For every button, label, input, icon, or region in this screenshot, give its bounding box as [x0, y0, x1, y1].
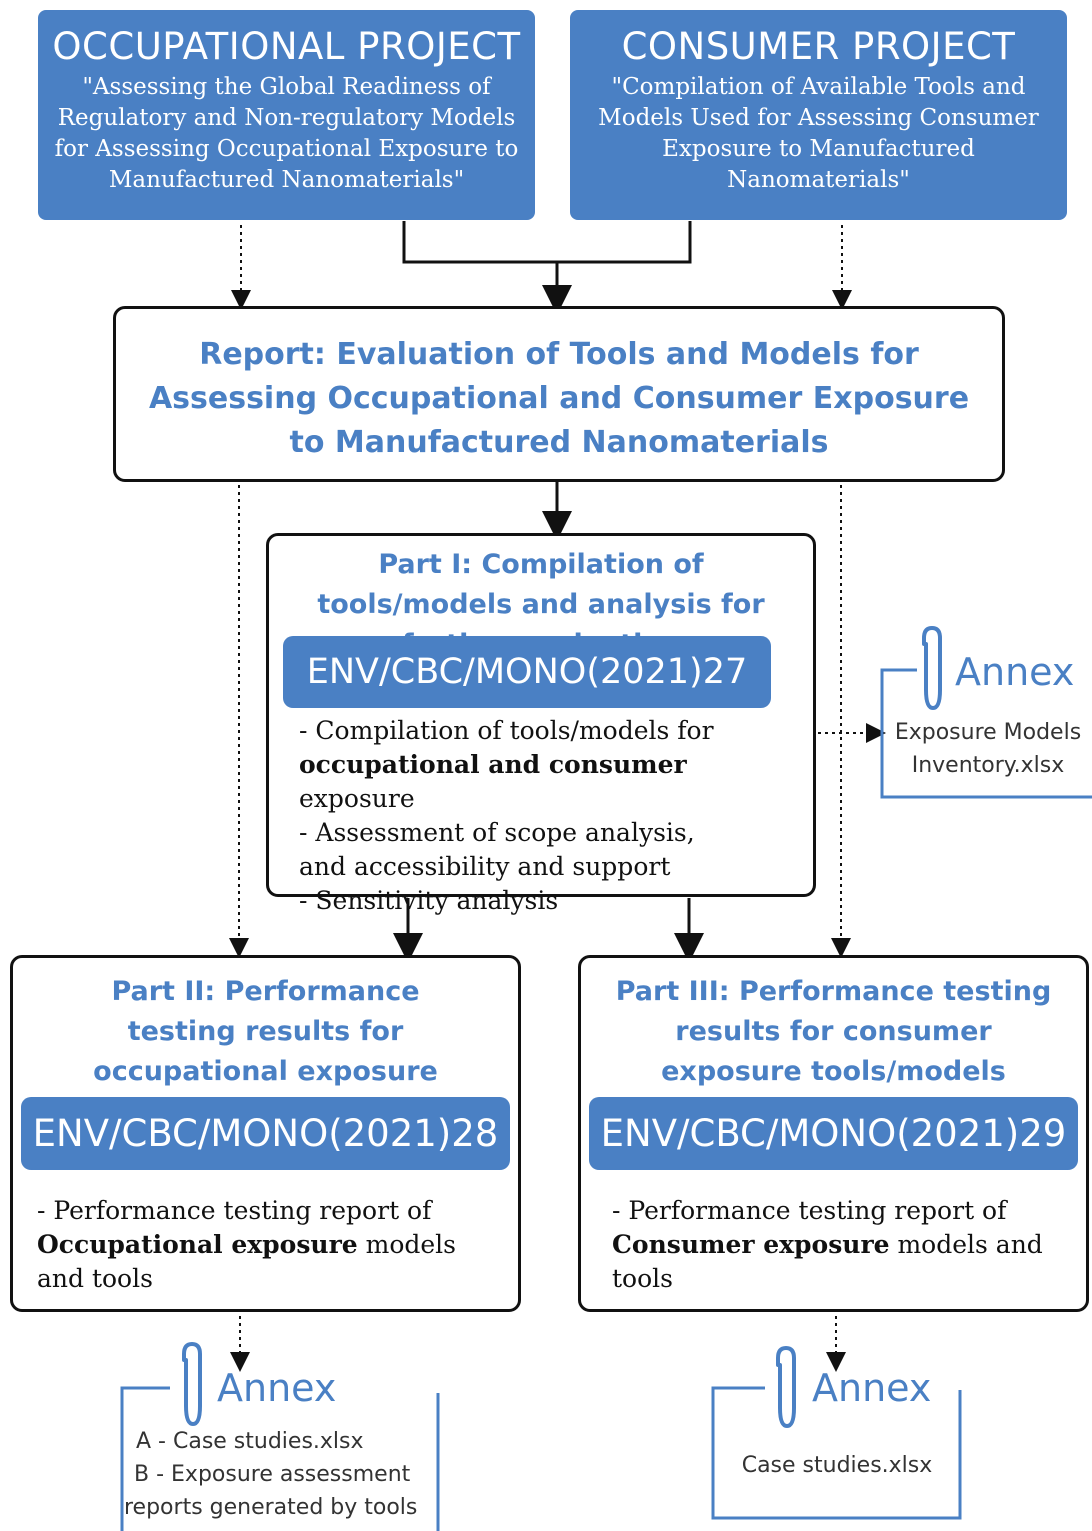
consumer-project-subtitle: "Compilation of Available Tools and Mode… — [598, 74, 1039, 193]
part1-code-badge: ENV/CBC/MONO(2021)27 — [283, 636, 771, 708]
report-title: Report: Evaluation of Tools and Models f… — [148, 337, 970, 460]
annex-file-line: Case studies.xlsx — [741, 1453, 933, 1478]
annex-file-line: A - Case studies.xlsx — [136, 1429, 364, 1454]
part1-list: - Compilation of tools/models for occupa… — [299, 714, 809, 918]
part1-item: - Assessment of scope analysis, and acce… — [299, 818, 695, 881]
occupational-project-subtitle: "Assessing the Global Readiness of Regul… — [54, 74, 519, 193]
report-box: Report: Evaluation of Tools and Models f… — [113, 306, 1005, 482]
part1-item: - Sensitivity analysis — [299, 886, 559, 915]
annex-file-line: B - Exposure assessment — [134, 1462, 411, 1487]
annex1-frame — [880, 668, 1092, 799]
annex-file-line: reports generated by tools — [124, 1495, 418, 1520]
occupational-project-title: OCCUPATIONAL PROJECT — [52, 25, 521, 68]
part1-item: - Compilation of tools/models for occupa… — [299, 716, 714, 813]
paperclip-icon — [776, 1345, 796, 1429]
consumer-project-title: CONSUMER PROJECT — [621, 25, 1016, 68]
consumer-project-box: CONSUMER PROJECT "Compilation of Availab… — [570, 10, 1067, 220]
part2-code-badge: ENV/CBC/MONO(2021)28 — [21, 1097, 510, 1170]
occupational-project-box: OCCUPATIONAL PROJECT "Assessing the Glob… — [38, 10, 535, 220]
part2-box: Part II: Performance testing results for… — [10, 955, 521, 1312]
annex-file-line: Inventory.xlsx — [911, 753, 1065, 778]
paperclip-icon — [182, 1341, 202, 1427]
part2-title: Part II: Performance testing results for… — [93, 976, 438, 1127]
part3-title: Part III: Performance testing results fo… — [615, 976, 1052, 1087]
merge-connector — [402, 221, 692, 264]
part3-desc: - Performance testing report of Consumer… — [612, 1196, 1043, 1293]
annex1-label: Annex — [955, 650, 1075, 694]
annex2-files: A - Case studies.xlsx B - Exposure asses… — [124, 1425, 436, 1524]
annex2-label: Annex — [217, 1366, 337, 1410]
part3-code-badge: ENV/CBC/MONO(2021)29 — [589, 1097, 1078, 1170]
paperclip-icon — [922, 625, 942, 711]
part1-box: Part I: Compilation of tools/models and … — [266, 533, 816, 915]
annex2-frame — [120, 1386, 170, 1531]
annex3-files: Case studies.xlsx — [716, 1449, 958, 1482]
annex3-frame — [711, 1386, 962, 1520]
annex-file-line: Exposure Models — [894, 720, 1082, 745]
annex1-files: Exposure Models Inventory.xlsx — [884, 716, 1092, 782]
annex3-label: Annex — [812, 1366, 932, 1410]
part3-box: Part III: Performance testing results fo… — [578, 955, 1089, 1312]
part2-desc: - Performance testing report of Occupati… — [37, 1196, 456, 1293]
